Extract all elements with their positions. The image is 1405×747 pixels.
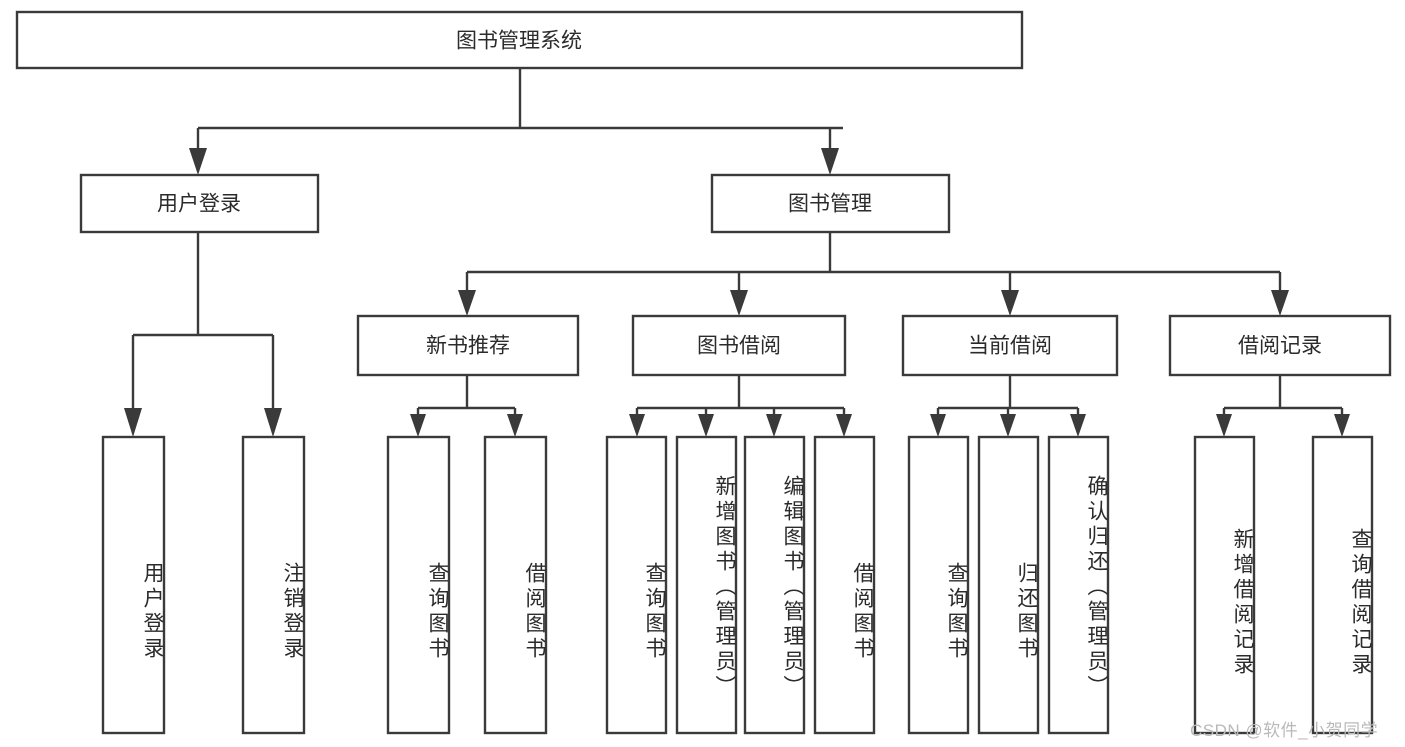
arrowhead-leaf-rec-borrow: [507, 414, 523, 437]
node-borrow-record-label: 借阅记录: [1238, 335, 1322, 358]
arrowhead-leaf-current-confirm: [1070, 414, 1086, 437]
leaf-box-current-return[interactable]: [977, 435, 1040, 735]
node-book-manage-box[interactable]: [710, 173, 951, 234]
leaf-box-current-confirm[interactable]: [1047, 435, 1110, 735]
leaf-box-current-query[interactable]: [907, 435, 970, 735]
arrowhead-leaf-rec-query: [410, 414, 426, 437]
arrowhead-leaf-current-return: [1000, 414, 1016, 437]
arrowhead-book-manage: [821, 148, 839, 175]
node-current-borrow-label: 当前借阅: [968, 335, 1052, 358]
arrowhead-user-login: [189, 148, 207, 175]
leaf-box-borrow-add[interactable]: [675, 435, 738, 735]
leaf-box-record-add[interactable]: [1193, 435, 1256, 735]
arrowhead-leaf-record-add: [1216, 414, 1232, 437]
arrowhead-leaf-borrow-query: [629, 414, 645, 437]
node-new-book-rec-label: 新书推荐: [426, 335, 510, 358]
node-borrow-record-box[interactable]: [1168, 314, 1392, 377]
node-new-book-rec[interactable]: 新书推荐: [356, 314, 580, 377]
node-current-borrow[interactable]: 当前借阅: [901, 314, 1119, 377]
node-user-login-label: 用户登录: [157, 193, 241, 216]
leaf-box-user-logout[interactable]: [241, 435, 306, 735]
arrowhead-book-borrow: [730, 290, 748, 316]
leaf-box-borrow-query[interactable]: [605, 435, 668, 735]
leaf-box-user-login[interactable]: [101, 435, 166, 735]
arrowhead-new-book-rec: [458, 290, 476, 316]
node-user-login-box[interactable]: [79, 173, 320, 234]
arrowhead-leaf-borrow-add: [698, 414, 714, 437]
leaf-box-rec-query[interactable]: [386, 435, 451, 735]
arrowhead-leaf-current-query: [930, 414, 946, 437]
watermark-text: CSDN @软件_小贺同学: [1190, 721, 1379, 740]
arrowhead-borrow-record: [1271, 290, 1289, 316]
arrowhead-leaf-user-login: [124, 408, 142, 437]
node-current-borrow-box[interactable]: [901, 314, 1119, 377]
leaf-box-record-query[interactable]: [1311, 435, 1374, 735]
leaf-box-rec-borrow[interactable]: [483, 435, 548, 735]
node-user-login[interactable]: 用户登录: [79, 173, 320, 234]
node-book-manage[interactable]: 图书管理: [710, 173, 951, 234]
arrowhead-leaf-borrow-lend: [836, 414, 852, 437]
node-book-borrow[interactable]: 图书借阅: [631, 314, 847, 377]
node-root[interactable]: 图书管理系统: [15, 10, 1024, 70]
connector-layer: [124, 68, 1350, 437]
node-new-book-rec-box[interactable]: [356, 314, 580, 377]
arrowhead-current-borrow: [1001, 290, 1019, 316]
arrowhead-leaf-user-logout: [264, 408, 282, 437]
leaf-box-borrow-edit[interactable]: [743, 435, 806, 735]
node-borrow-record[interactable]: 借阅记录: [1168, 314, 1392, 377]
node-root-box[interactable]: [15, 10, 1024, 70]
leaf-box-borrow-lend[interactable]: [813, 435, 876, 735]
node-book-borrow-label: 图书借阅: [697, 335, 781, 358]
node-book-borrow-box[interactable]: [631, 314, 847, 377]
node-book-manage-label: 图书管理: [788, 193, 872, 216]
node-root-label: 图书管理系统: [456, 30, 582, 53]
arrowhead-leaf-record-query: [1334, 414, 1350, 437]
arrowhead-leaf-borrow-edit: [766, 414, 782, 437]
node-layer: 图书管理系统 用户登录 图书管理 新书推荐 图书借阅: [15, 10, 1392, 735]
